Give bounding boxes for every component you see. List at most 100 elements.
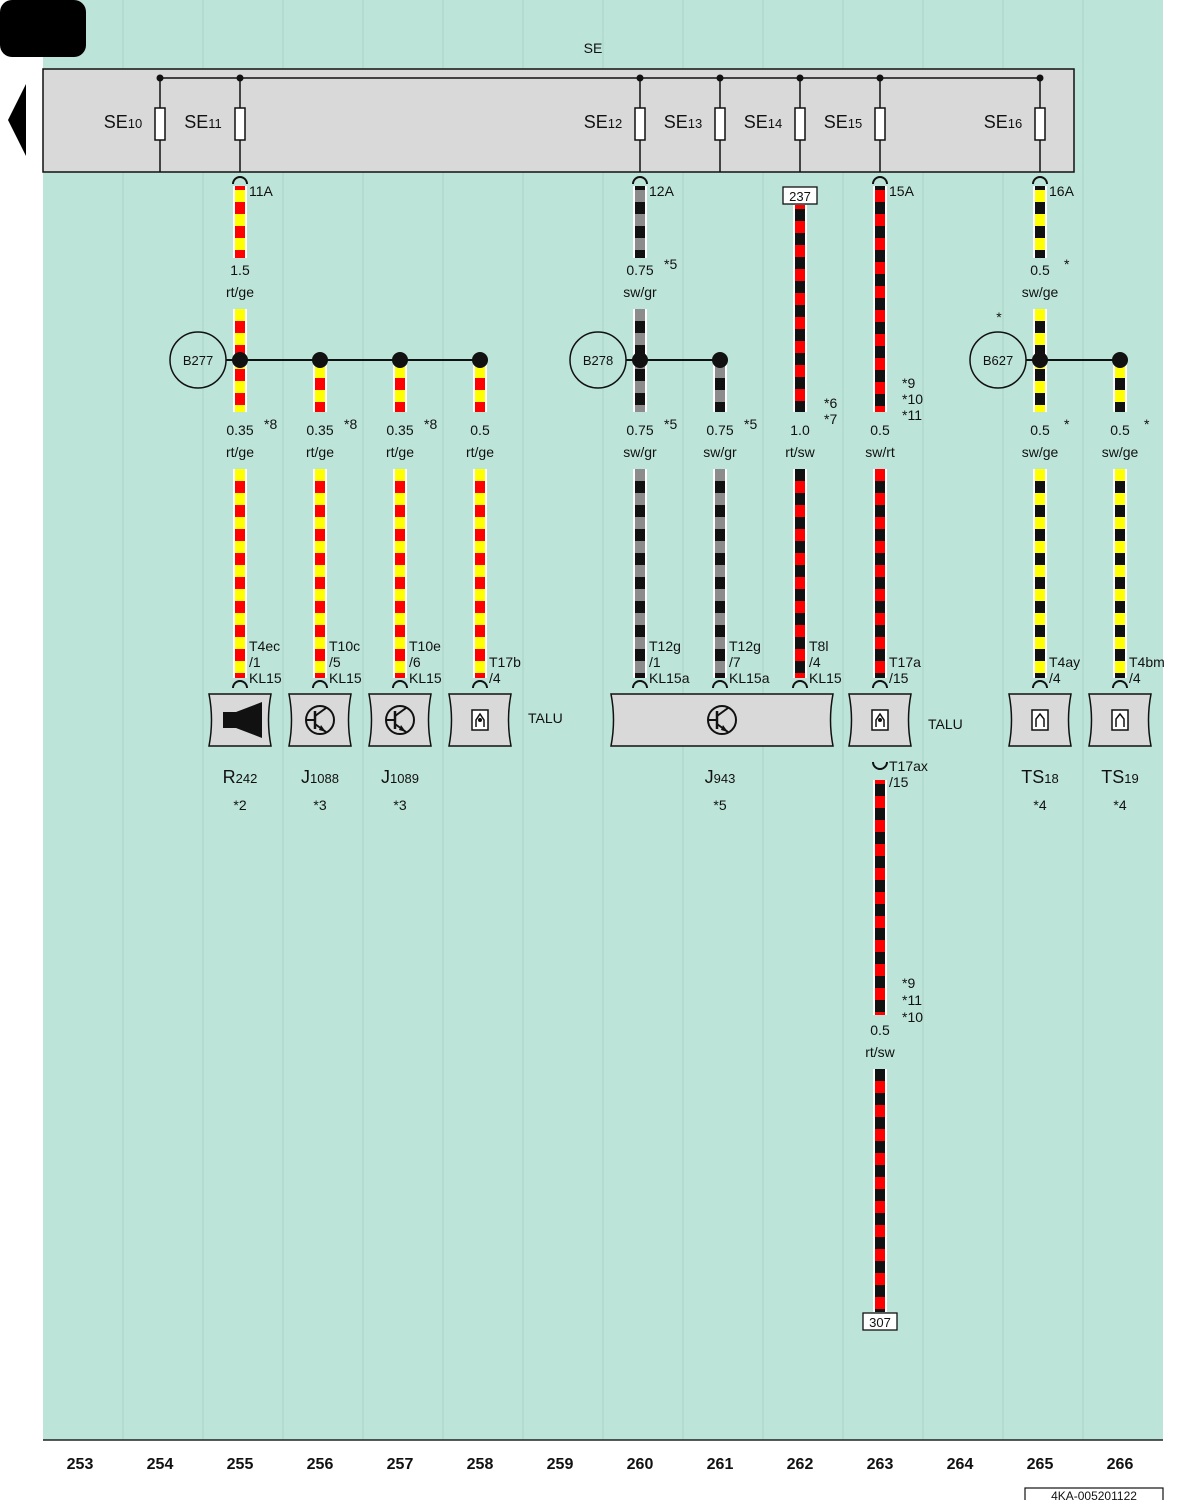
connector-label: T4bm [1129, 654, 1165, 670]
transistor-icon-j1088-arrow [319, 725, 326, 732]
component-name-ts19-base: TS [1101, 767, 1124, 787]
fuse-se11-label-base: SE [184, 112, 208, 132]
grid-number: 263 [867, 1456, 894, 1473]
wire-color: sw/gr [623, 284, 657, 300]
wire-color: rt/ge [226, 444, 254, 460]
connector-label: /4 [1049, 670, 1061, 686]
wire-color: sw/ge [1102, 444, 1139, 460]
connector-c262 [792, 680, 808, 689]
connector-label: /1 [249, 654, 261, 670]
connector-label: KL15a [729, 670, 770, 686]
component-note: *5 [713, 797, 726, 813]
wire-size: 0.35 [226, 422, 253, 438]
talu-label: TALU [528, 710, 563, 726]
wire-color: rt/sw [785, 444, 815, 460]
fuse-se11-label: SE11 [184, 112, 222, 132]
wire-note: * [1144, 416, 1150, 432]
fuse-se10-node [156, 74, 164, 82]
grid-number: 256 [307, 1456, 334, 1473]
wire-label-bg [1018, 264, 1062, 309]
ref-box-307 [862, 1312, 898, 1331]
fuse-se12-label-sub: 12 [608, 116, 622, 131]
transistor-icon-j1089 [385, 705, 415, 735]
fuse-se16 [1034, 107, 1046, 141]
connector-c255 [232, 680, 248, 689]
wire-size: 0.35 [386, 422, 413, 438]
component-name-ts19: TS19 [1101, 767, 1138, 787]
connector-label: /4 [489, 670, 501, 686]
terminal-label: 11A [249, 183, 274, 199]
grid-number: 255 [227, 1456, 254, 1473]
fuse-se12 [634, 107, 646, 141]
connector-label: /5 [329, 654, 341, 670]
footnote-262: *6 [824, 395, 837, 411]
grid-number: 265 [1027, 1456, 1054, 1473]
component-name-j1089-sub: 1089 [390, 771, 419, 786]
footnote-263: *11 [902, 407, 922, 423]
fuse-se15-label-base: SE [824, 112, 848, 132]
grid-number: 264 [947, 1456, 974, 1473]
component-name-j1088: J1088 [301, 767, 339, 787]
wire-size: 0.75 [626, 422, 653, 438]
wire-size: 1.0 [790, 422, 810, 438]
wire-size: 0.75 [626, 262, 653, 278]
terminal-11a [232, 176, 248, 185]
wire-note: *5 [664, 256, 677, 272]
contact-icon-258-dot [478, 718, 482, 722]
transistor-icon-j943 [707, 705, 737, 735]
connector-label: T10c [329, 638, 360, 654]
junction-dot [392, 352, 408, 368]
splice-label: B277 [183, 353, 213, 368]
transistor-icon-j1089-collector [394, 707, 407, 717]
wire-size: 0.5 [470, 422, 490, 438]
contact-icon-258-glyph [475, 712, 485, 727]
wire-size: 1.5 [230, 262, 250, 278]
wire-color: sw/gr [623, 444, 657, 460]
wire-color: sw/rt [865, 444, 895, 460]
ref-box-237-label: 237 [789, 189, 811, 204]
terminal-label: 12A [649, 183, 675, 199]
wire-note: * [1064, 256, 1070, 272]
connector-label: /15 [889, 670, 909, 686]
wire-note: *5 [664, 416, 677, 432]
footnote-263-low: *9 [902, 975, 915, 991]
connector-label: T17b [489, 654, 521, 670]
wire-color: sw/gr [703, 444, 737, 460]
component-name-j1089-base: J [381, 767, 390, 787]
junction-dot [1112, 352, 1128, 368]
component-name-j1089: J1089 [381, 767, 419, 787]
ref-box-237 [782, 186, 818, 205]
splice-b627-note: * [996, 309, 1002, 325]
contact-icon-263-glyph [875, 712, 885, 727]
transistor-icon-j1088 [305, 705, 335, 735]
component-note: *4 [1033, 797, 1046, 813]
connector-label: /4 [1129, 670, 1141, 686]
fuse-se10-label-sub: 10 [128, 116, 142, 131]
speaker-icon [223, 702, 262, 738]
grid-number: 258 [467, 1456, 494, 1473]
connector-label: /4 [809, 654, 821, 670]
wire-note: *8 [344, 416, 357, 432]
fuse-se16-label-sub: 16 [1008, 116, 1022, 131]
connector-label: T17ax [889, 758, 928, 774]
grid-number: 257 [387, 1456, 414, 1473]
component-j1088 [288, 693, 352, 747]
fuse-se13 [714, 107, 726, 141]
splice-label: B278 [583, 353, 613, 368]
transistor-icon-j1088-collector [314, 707, 327, 717]
connector-c263b [872, 761, 888, 770]
connector-label: /1 [649, 654, 661, 670]
fuse-se12-label-base: SE [584, 112, 608, 132]
back-arrow-icon[interactable] [8, 84, 26, 156]
junction-dot [312, 352, 328, 368]
fuse-holder-rail [42, 68, 1075, 173]
wire-color: rt/ge [226, 284, 254, 300]
wire-color: rt/sw [865, 1044, 895, 1060]
connector-label: KL15 [409, 670, 442, 686]
wire-size: 0.5 [870, 1022, 890, 1038]
component-j1089 [368, 693, 432, 747]
fuse-se16-label: SE16 [984, 112, 1022, 132]
